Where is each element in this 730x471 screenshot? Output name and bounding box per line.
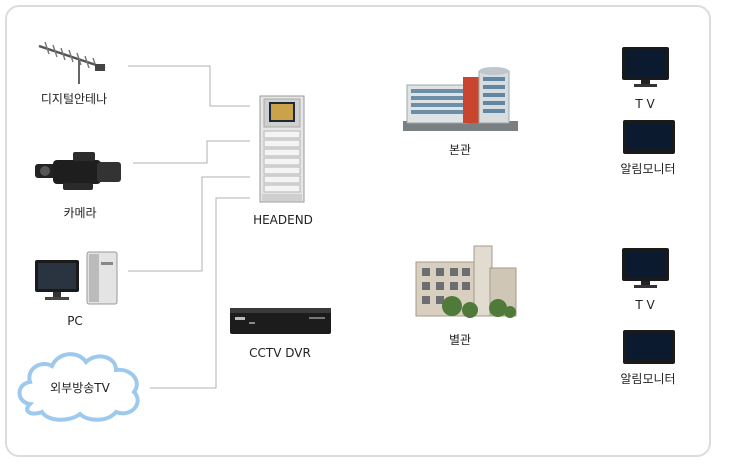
tv-top-label: T V (635, 97, 655, 111)
tv-bottom-icon (621, 247, 670, 289)
cloud-icon (12, 346, 147, 426)
pc-link (128, 176, 250, 272)
notice-monitor-top-icon (622, 119, 676, 155)
pc-label: PC (67, 314, 83, 328)
headend-label: HEADEND (253, 213, 313, 227)
notice-monitor-top-label: 알림모니터 (620, 162, 676, 176)
dvr-label: CCTV DVR (249, 346, 311, 360)
tv-top-icon (621, 46, 670, 88)
antenna-label: 디지털안테나 (40, 92, 108, 106)
external-link (150, 197, 250, 389)
camera-icon (33, 150, 125, 192)
antenna-icon (35, 40, 110, 85)
headend-rack-icon (259, 95, 305, 203)
dvr-icon (229, 307, 332, 337)
notice-monitor-bottom-label: 알림모니터 (620, 372, 676, 386)
main-building-icon (403, 63, 518, 131)
antenna-link (128, 65, 250, 107)
pc-icon (33, 248, 121, 306)
main-building-label: 본관 (448, 143, 472, 157)
annex-building-icon (412, 238, 520, 320)
camera-link (133, 140, 250, 164)
notice-monitor-bottom-icon (622, 329, 676, 365)
camera-label: 카메라 (63, 206, 97, 220)
tv-bottom-label: T V (635, 298, 655, 312)
annex-building-label: 별관 (448, 333, 472, 347)
external-label: 외부방송TV (50, 381, 110, 395)
